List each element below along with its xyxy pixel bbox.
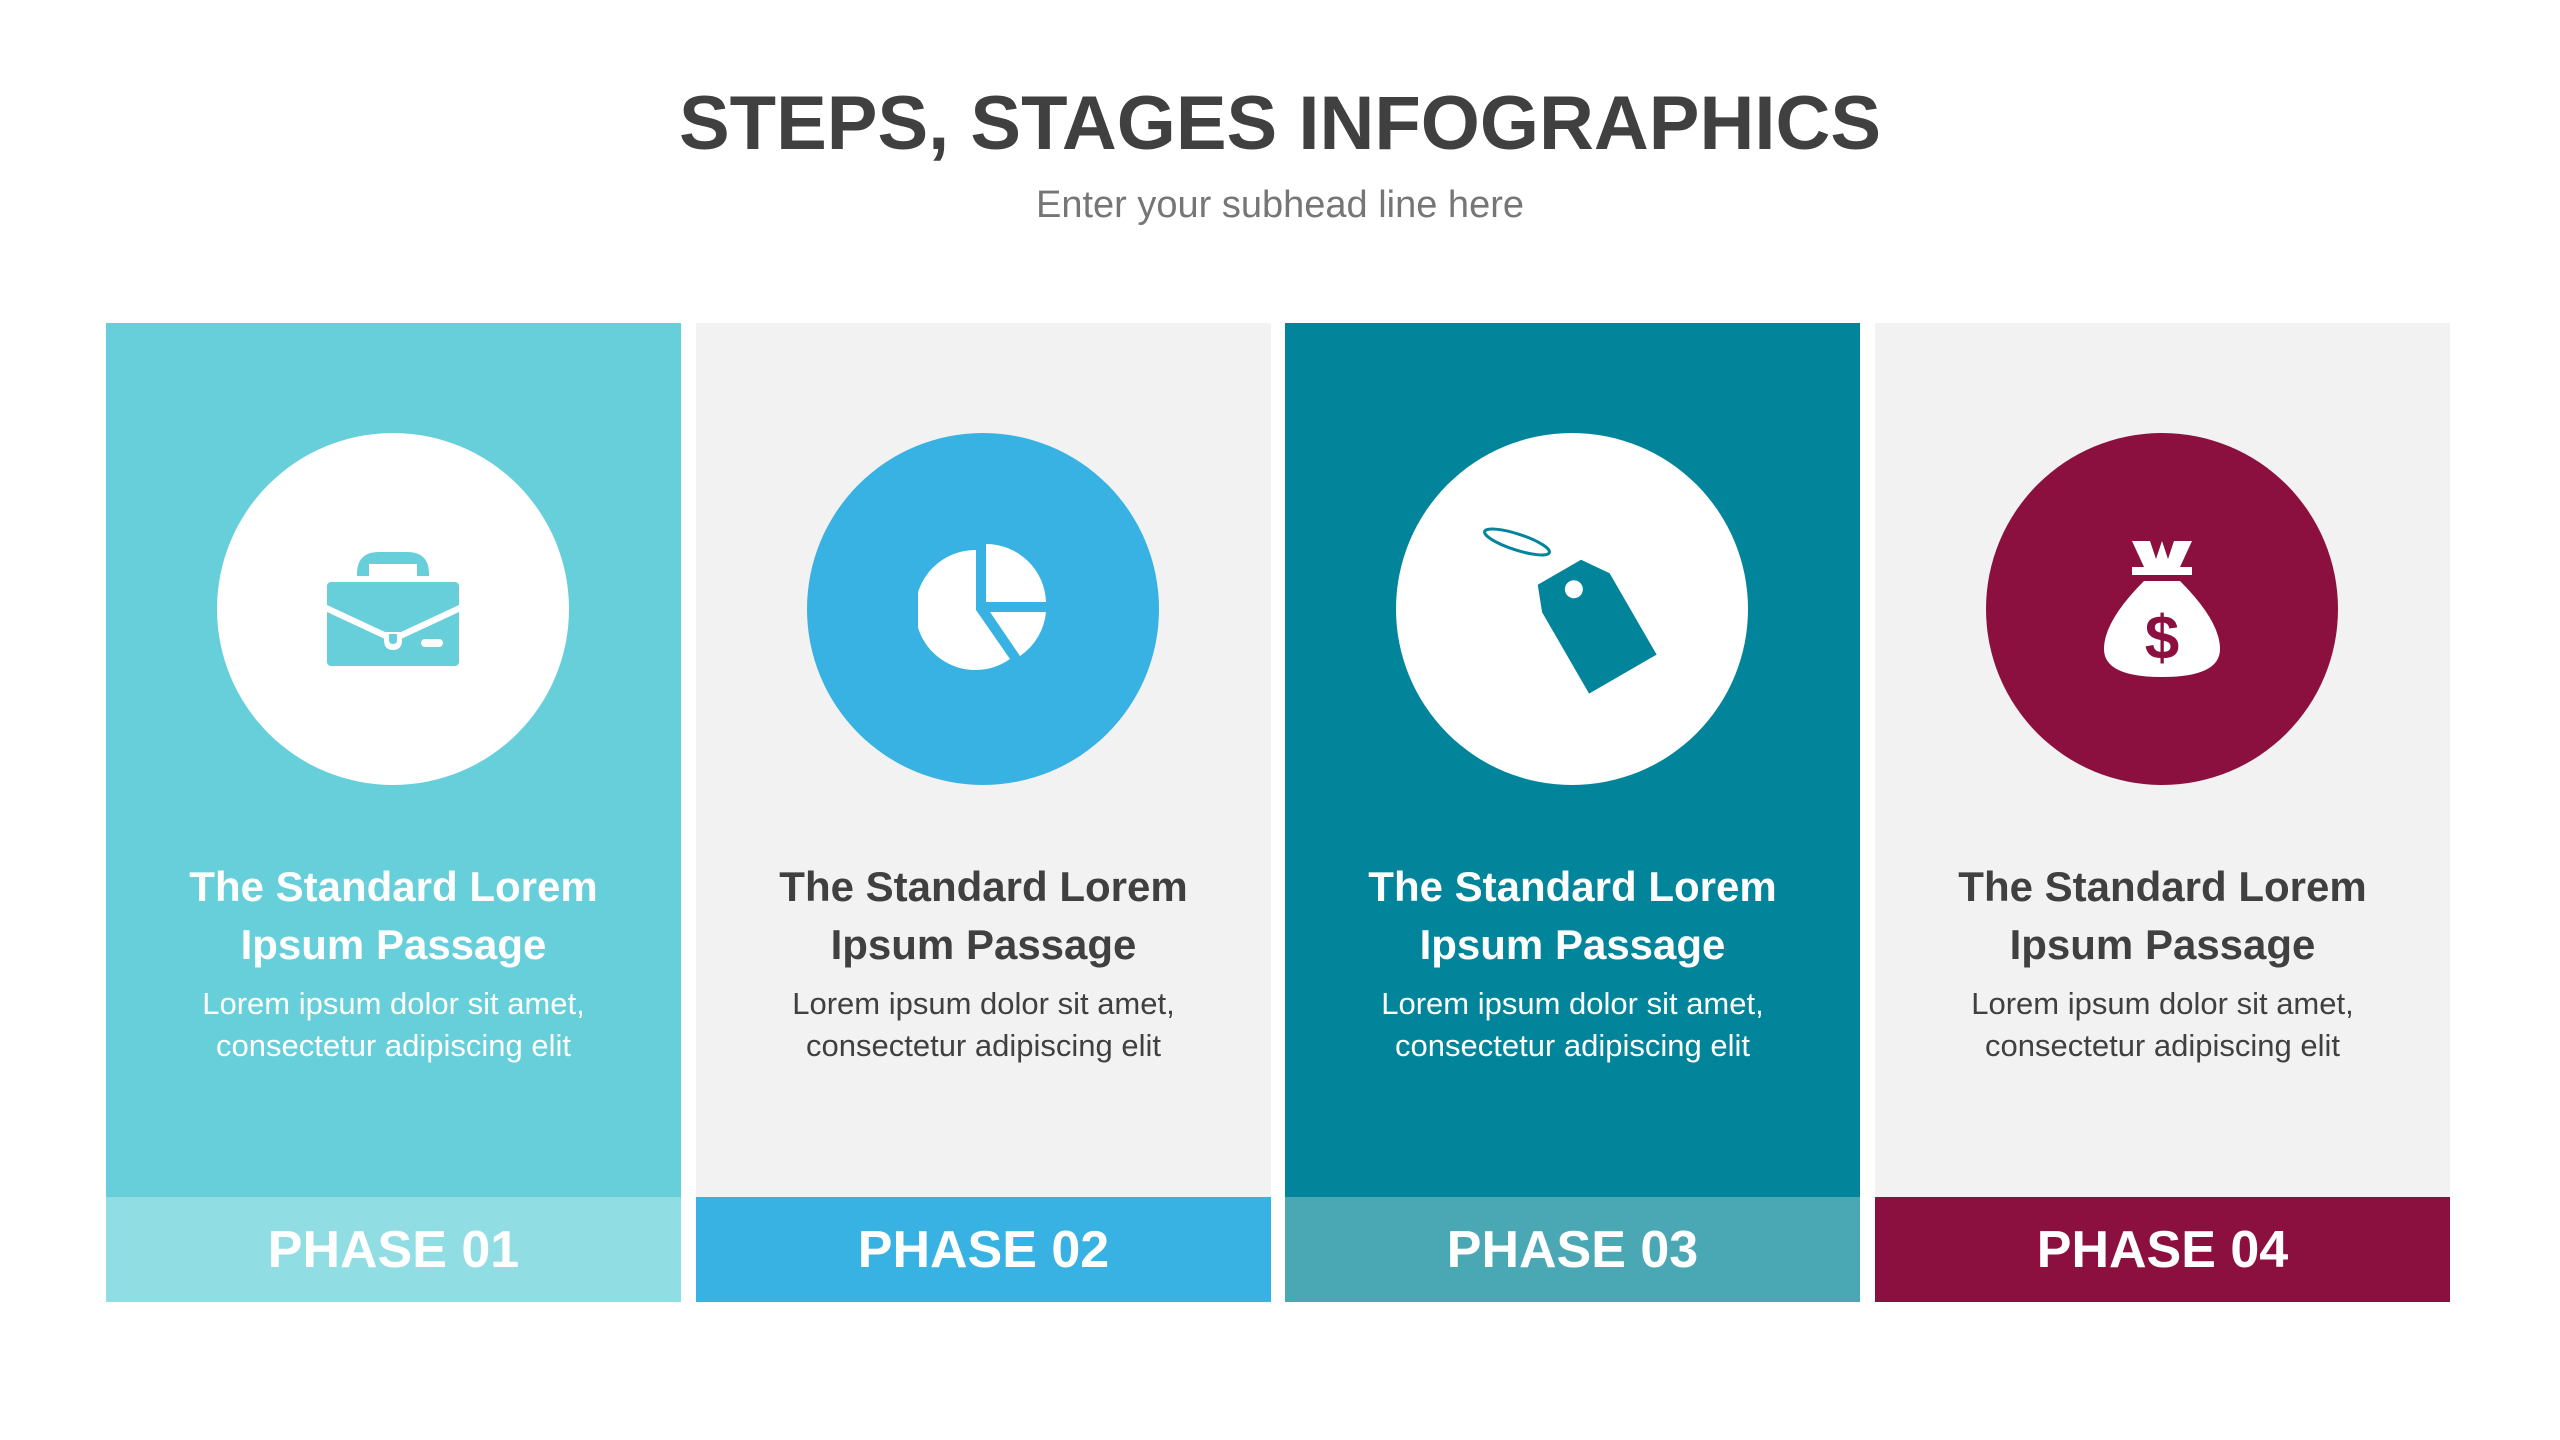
- panel-body-text: Lorem ipsum dolor sit amet, consectetur …: [1381, 986, 1764, 1063]
- briefcase-icon: [327, 552, 459, 666]
- price-tag-icon: [1483, 527, 1657, 694]
- phase-label-2: PHASE 02: [696, 1197, 1271, 1302]
- page-title: STEPS, STAGES INFOGRAPHICS: [678, 81, 1882, 166]
- panel-heading: The Standard Lorem Ipsum Passage: [189, 863, 598, 968]
- phase-panel-1: The Standard Lorem Ipsum Passage Lorem i…: [106, 323, 681, 1302]
- page-subtitle: Enter your subhead line here: [1036, 184, 1524, 226]
- phase-panel-3: The Standard Lorem Ipsum Passage Lorem i…: [1285, 323, 1860, 1302]
- pie-chart-icon: [918, 544, 1046, 670]
- icon-circle: [807, 433, 1159, 785]
- phase-label-1: PHASE 01: [106, 1197, 681, 1302]
- icon-circle: $: [1986, 433, 2338, 785]
- icon-circle: [1396, 433, 1748, 785]
- phase-label-4: PHASE 04: [1875, 1197, 2450, 1302]
- icon-circle: [217, 433, 569, 785]
- phase-panel-2: The Standard Lorem Ipsum Passage Lorem i…: [696, 323, 1271, 1302]
- panel-body-text: Lorem ipsum dolor sit amet, consectetur …: [792, 986, 1175, 1063]
- svg-text:$: $: [2145, 604, 2179, 673]
- money-bag-icon: $: [2104, 541, 2220, 677]
- panel-heading: The Standard Lorem Ipsum Passage: [1368, 863, 1777, 968]
- phase-panel-4: $ The Standard Lorem Ipsum Passage Lorem…: [1875, 323, 2450, 1302]
- panel-heading: The Standard Lorem Ipsum Passage: [1958, 863, 2367, 968]
- phase-label-3: PHASE 03: [1285, 1197, 1860, 1302]
- panel-heading: The Standard Lorem Ipsum Passage: [779, 863, 1188, 968]
- panel-body-text: Lorem ipsum dolor sit amet, consectetur …: [1971, 986, 2354, 1063]
- panel-body-text: Lorem ipsum dolor sit amet, consectetur …: [202, 986, 585, 1063]
